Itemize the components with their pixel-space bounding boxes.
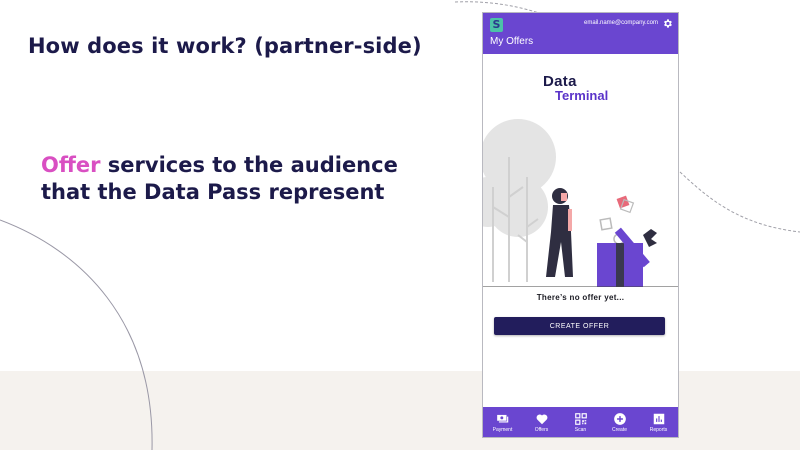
bottom-band [0,371,800,450]
heart-icon [536,413,547,424]
payment-icon [496,414,508,422]
bottom-nav: Payment Offers Scan Create Reports [483,407,678,437]
nav-item-scan[interactable]: Scan [562,412,600,433]
app-title: My Offers [490,36,534,47]
qr-code-icon [574,412,587,425]
nav-item-create[interactable]: Create [601,412,639,433]
nav-item-payment[interactable]: Payment [484,412,522,433]
data-terminal-logo: Data Terminal [539,73,629,107]
bar-chart-icon [653,413,664,424]
nav-label: Payment [492,426,513,433]
app-header: S email.name@company.com My Offers [483,13,678,54]
slide-title: How does it work? (partner-side) [28,34,422,58]
nav-label: Scan [574,426,587,433]
nav-label: Offers [534,426,549,433]
brand-terminal-text: Terminal [555,88,609,103]
nav-item-reports[interactable]: Reports [640,412,678,433]
subtitle-accent: Offer [41,153,101,177]
nav-label: Reports [649,426,668,433]
subtitle-line2: that the Data Pass represent [41,180,385,204]
user-email: email.name@company.com [583,20,658,26]
subtitle-line1: services to the audience [100,153,398,177]
nav-item-offers[interactable]: Offers [523,412,561,433]
create-offer-button[interactable]: CREATE OFFER [494,317,665,335]
empty-state-text: There’s no offer yet... [536,293,625,302]
brand-data-text: Data [543,73,577,90]
plus-circle-icon [613,412,626,425]
phone-mockup: S email.name@company.com My Offers Data … [482,12,679,438]
app-logo-icon: S [490,18,503,32]
gear-icon[interactable] [662,18,673,29]
nav-label: Create [611,426,627,433]
slide-subtitle: Offer services to the audience that the … [41,152,398,206]
empty-state-illustration [483,119,678,287]
